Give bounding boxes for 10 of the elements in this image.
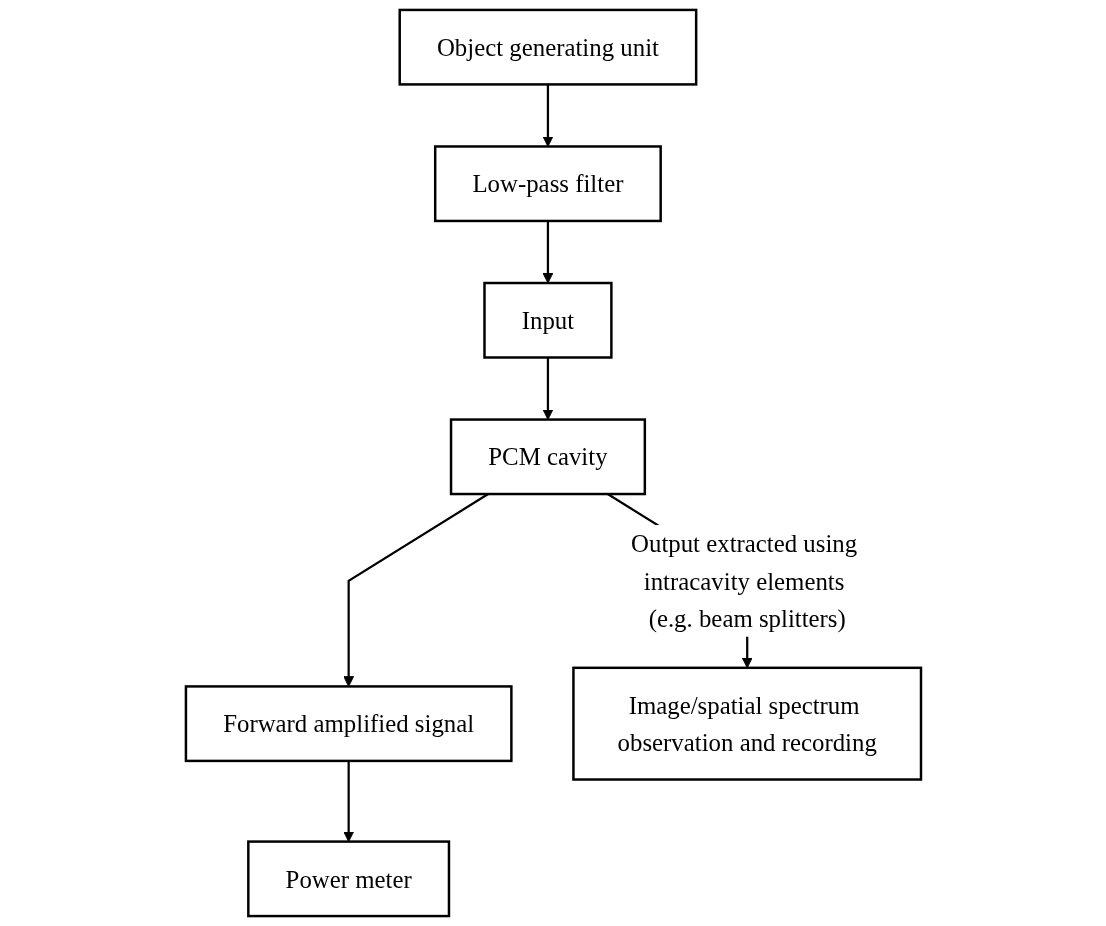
node-box: Forward amplified signal (184, 685, 513, 763)
arrow (542, 220, 553, 284)
arrow (542, 84, 553, 147)
node-box: Low-pass filter (433, 145, 662, 223)
node-box: PCM cavity (449, 418, 646, 496)
node-box: Object generating unit (398, 8, 697, 86)
edge-label: Output extracted using intracavity elements (e.g. beam splitters) (630, 530, 857, 632)
node-box: Input (482, 281, 613, 359)
node-box: Image/spatial spectrum observation and recording (571, 666, 922, 781)
node-box: Power meter (246, 840, 450, 918)
